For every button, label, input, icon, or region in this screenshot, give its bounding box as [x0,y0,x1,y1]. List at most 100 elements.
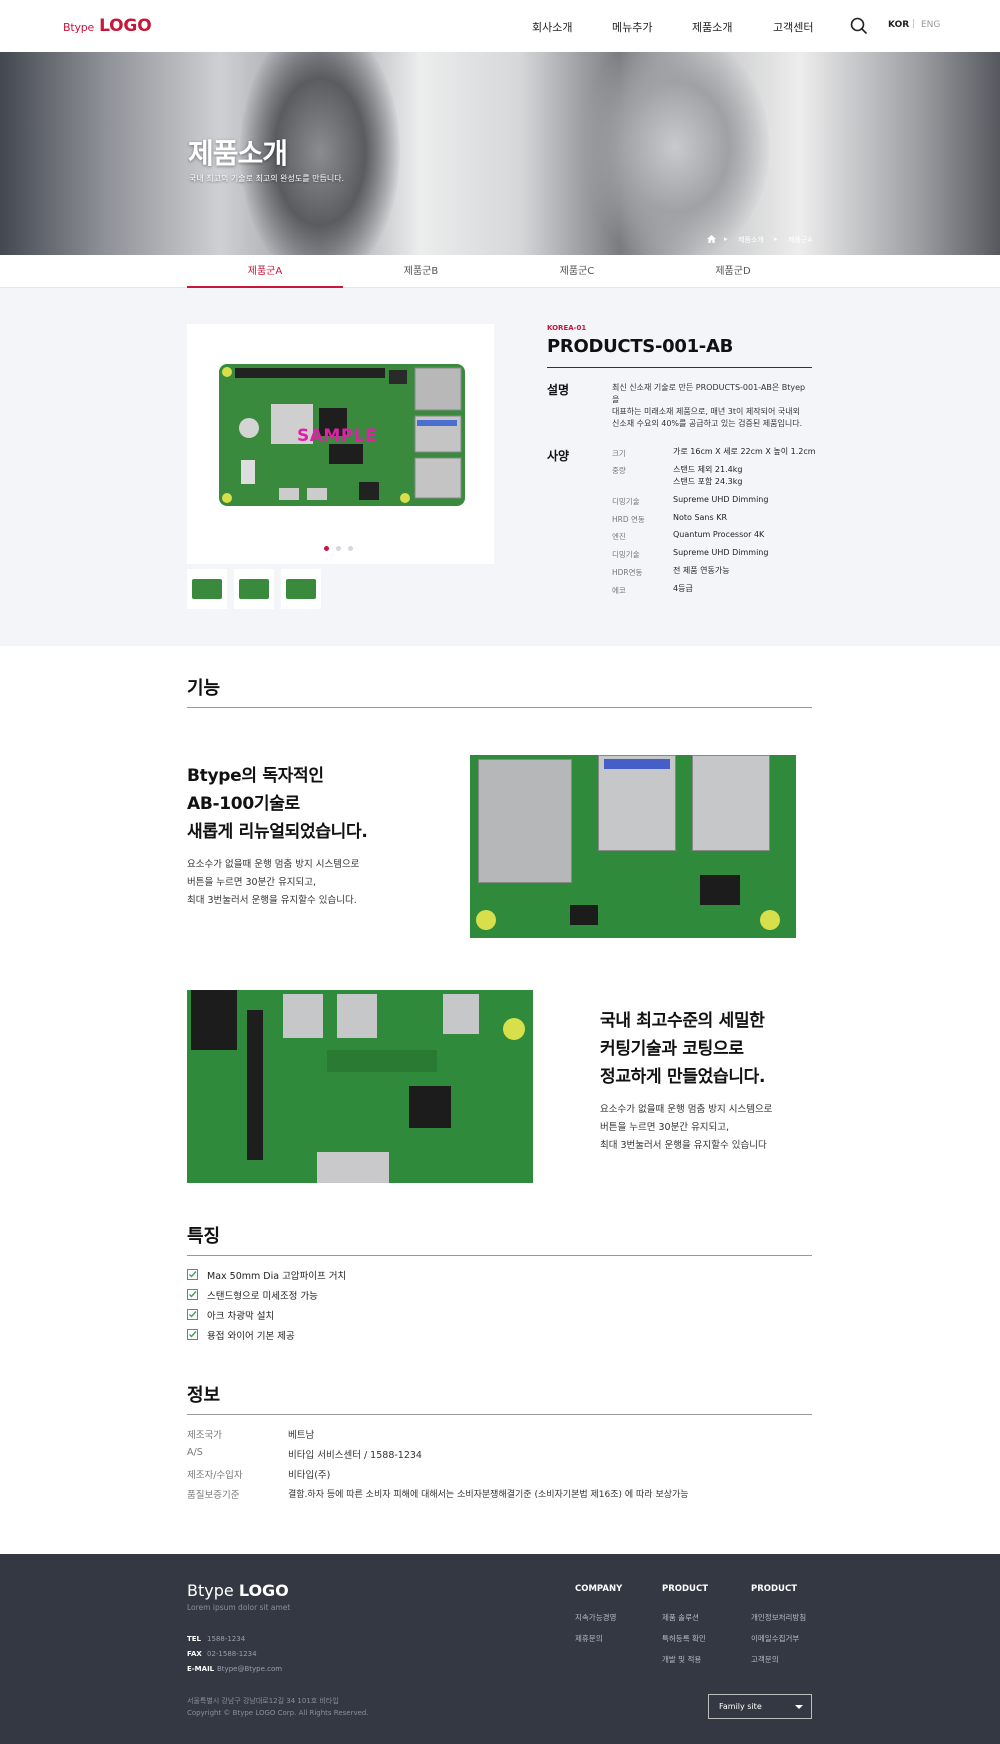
feature-text: 아크 차광막 설치 [207,1311,275,1322]
product-thumbnail[interactable] [234,569,274,609]
hero-title: 제품소개 [188,137,288,170]
heading-line: 커팅기술과 코팅으로 [600,1039,744,1059]
body-line: 요소수가 없을때 운행 멈춤 방지 시스템으로 [187,859,360,870]
tab-product-d[interactable]: 제품군D [715,266,751,277]
footer-tagline: Lorem ipsum dolor sit amet [187,1603,291,1612]
product-code: KOREA-01 [547,324,587,332]
logo-text-big: LOGO [99,16,152,36]
check-icon [187,1289,198,1300]
footer-link[interactable]: 제휴문의 [575,1634,603,1643]
breadcrumb-item[interactable]: 제품소개 [738,236,764,244]
features-divider [187,1255,812,1256]
feature-text: 용접 와이어 기본 제공 [207,1331,295,1342]
body-line: 요소수가 없을때 운행 멈춤 방지 시스템으로 [600,1104,773,1115]
body-line: 버튼을 누르면 30분간 유지되고, [600,1122,730,1133]
product-name: PRODUCTS-001-AB [547,336,734,357]
feature1-body: 요소수가 없을때 운행 멈춤 방지 시스템으로 버튼을 누르면 30분간 유지되… [187,856,359,910]
hero-banner: 제품소개 국내 최고의 기술로 최고의 완성도를 만듭니다. ▸ 제품소개 ▸ … [0,52,1000,255]
footer-link[interactable]: 고객문의 [751,1655,779,1664]
home-icon[interactable] [707,235,716,243]
feature2-image [187,990,533,1183]
function-title: 기능 [187,678,221,699]
spec-value: Supreme UHD Dimming [673,495,769,504]
nav-item-company[interactable]: 회사소개 [532,21,573,34]
desc-line: 최신 신소재 기술로 만든 PRODUCTS-001-AB은 Btyep을 [612,383,806,404]
footer-col-title: PRODUCT [662,1584,708,1594]
spec-key: 디밍기술 [612,497,640,506]
feature-text: Max 50mm Dia 고압파이프 거치 [207,1271,347,1282]
lang-kor[interactable]: KOR [888,20,910,30]
tab-product-b[interactable]: 제품군B [403,266,439,277]
hero-subtitle: 국내 최고의 기술로 최고의 완성도를 만듭니다. [189,174,345,183]
info-value: 결함.하자 등에 따른 소비자 피해에 대해서는 소비자분쟁해결기준 (소비자기… [288,1490,689,1500]
spec-value: Quantum Processor 4K [673,530,765,539]
spec-value: 가로 16cm X 세로 22cm X 높이 1.2cm [673,447,816,456]
spec-value: 스탠드 포함 24.3kg [673,477,743,486]
spec-key: 중량 [612,466,626,475]
contact-key: TEL [187,1635,202,1643]
footer-logo[interactable]: Btype LOGO [187,1581,289,1600]
product-thumbnail[interactable] [281,569,321,609]
product-gallery[interactable]: SAMPLE [187,324,494,564]
sample-watermark: SAMPLE [297,426,378,446]
contact-value[interactable]: Btype@Btype.com [217,1665,283,1673]
desc-line: 신소재 수요의 40%를 공급하고 있는 검증된 제품입니다. [612,419,803,428]
contact-key: FAX [187,1650,202,1658]
category-tabs: 제품군A 제품군B 제품군C 제품군D [0,255,1000,288]
heading-line: 새롭게 리뉴얼되었습니다. [187,822,368,842]
heading-line: 국내 최고수준의 세밀한 [600,1011,765,1031]
info-key: A/S [187,1447,203,1458]
hero-foam-shape [580,52,770,255]
spec-value: 스탠드 제외 21.4kg [673,465,743,474]
nav-item-products[interactable]: 제품소개 [692,21,733,34]
desc-line: 대표하는 미래소재 제품으로, 매년 3t이 제작되어 국내외 [612,407,800,416]
product-thumbnail[interactable] [187,569,227,609]
family-site-select[interactable]: Family site [708,1694,812,1719]
chevron-down-icon [795,1705,803,1709]
footer-link[interactable]: 지속가능경영 [575,1613,617,1622]
body-line: 최대 3번눌러서 운행을 유지할수 있습니다 [600,1140,767,1151]
footer-link[interactable]: 제품 솔루션 [662,1613,699,1622]
hero-lattice-shape [240,52,400,255]
check-icon [187,1269,198,1280]
heading-line: Btype의 독자적인 [187,766,324,786]
site-logo[interactable]: Btype LOGO [63,16,152,36]
footer-col-title: PRODUCT [751,1584,797,1594]
search-icon[interactable] [850,17,868,35]
gallery-dot-active[interactable] [324,546,329,551]
tab-product-c[interactable]: 제품군C [559,266,595,277]
spec-key: HDR연동 [612,568,643,577]
features-title: 특징 [187,1226,221,1247]
spec-value: Noto Sans KR [673,513,728,522]
nav-item-support[interactable]: 고객센터 [773,21,814,34]
lang-separator: | [912,19,916,29]
family-site-label: Family site [719,1702,762,1711]
nav-item-menu-add[interactable]: 메뉴추가 [612,21,653,34]
breadcrumb-item[interactable]: 제품군A [788,236,813,244]
spec-value: 전 제품 연동가능 [673,566,730,575]
footer-link[interactable]: 이메일수집거부 [751,1634,800,1643]
gallery-dot[interactable] [348,546,353,551]
tab-product-a[interactable]: 제품군A [187,255,343,288]
spec-label: 사양 [547,449,570,463]
spec-key: 디밍기술 [612,550,640,559]
contact-value: 1588-1234 [207,1635,246,1643]
footer-link[interactable]: 개인정보처리방침 [751,1613,807,1622]
spec-key: 엔진 [612,532,626,541]
site-footer: Btype LOGO Lorem ipsum dolor sit amet TE… [0,1554,1000,1744]
spec-value: 4등급 [673,584,693,593]
footer-link[interactable]: 특허등록 확인 [662,1634,706,1643]
product-section: SAMPLE KOREA-01 PRODUCTS-001-AB 설명 최신 신소… [0,288,1000,646]
lang-eng[interactable]: ENG [921,20,941,30]
footer-link[interactable]: 개발 및 적용 [662,1655,702,1664]
gallery-dot[interactable] [336,546,341,551]
feature-text: 스탠드형으로 미세조정 가능 [207,1291,318,1302]
contact-key: E-MAIL [187,1665,215,1673]
heading-line: AB-100기술로 [187,794,300,814]
body-line: 최대 3번눌러서 운행을 유지할수 있습니다. [187,895,357,906]
info-key: 제조국가 [187,1430,222,1441]
desc-label: 설명 [547,383,570,397]
product-board-image [219,364,465,506]
spec-key: 크기 [612,449,626,458]
heading-line: 정교하게 만들었습니다. [600,1067,766,1087]
